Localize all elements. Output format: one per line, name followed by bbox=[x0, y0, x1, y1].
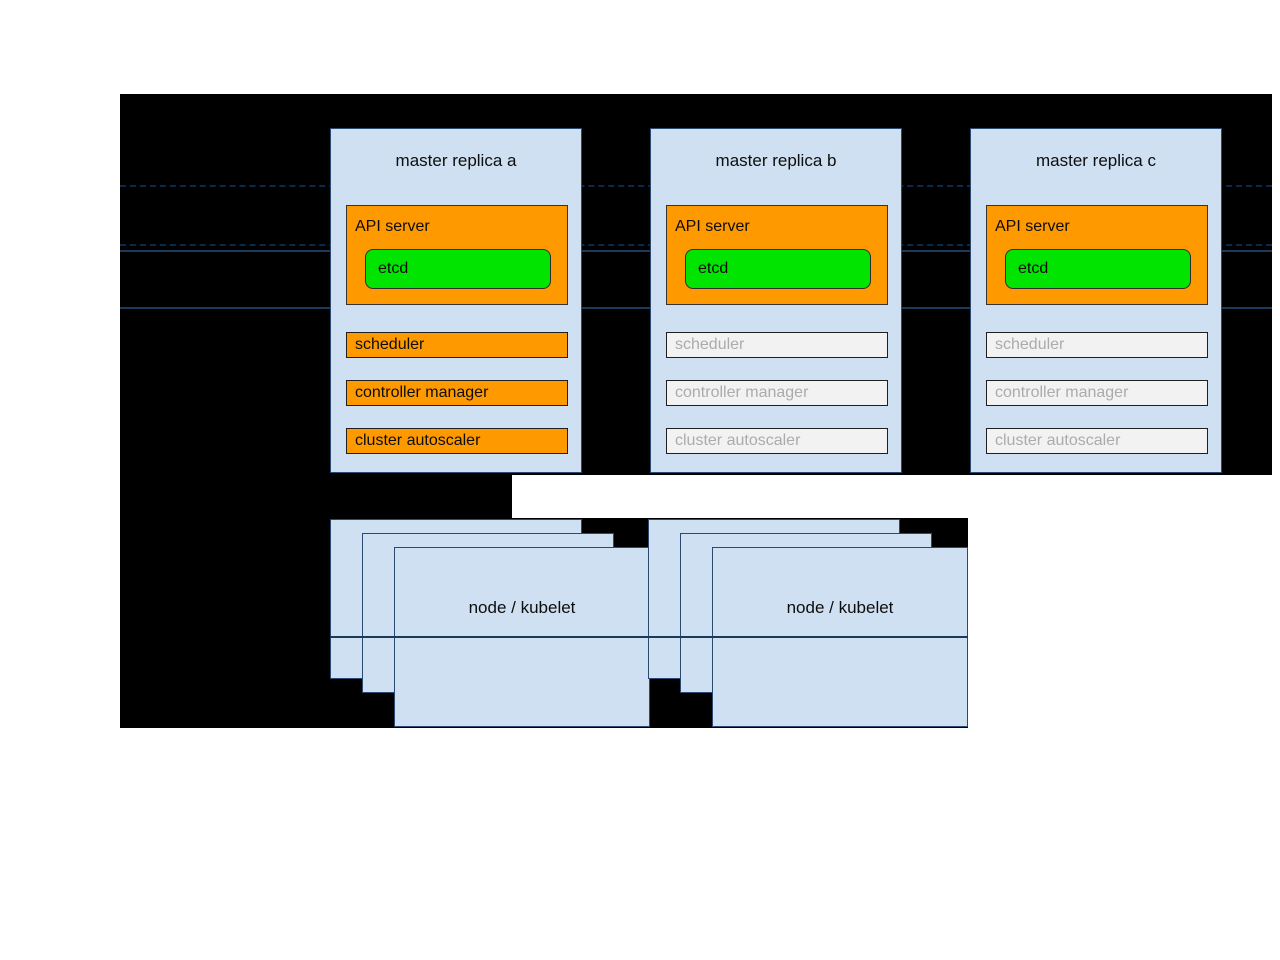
component-scheduler[interactable]: scheduler bbox=[666, 332, 888, 358]
etcd-box[interactable]: etcd bbox=[365, 249, 551, 289]
component-cluster-autoscaler[interactable]: cluster autoscaler bbox=[666, 428, 888, 454]
component-controller-manager[interactable]: controller manager bbox=[666, 380, 888, 406]
backdrop-left-column bbox=[120, 475, 512, 518]
etcd-box[interactable]: etcd bbox=[1005, 249, 1191, 289]
component-scheduler[interactable]: scheduler bbox=[986, 332, 1208, 358]
master-replica-card-a[interactable]: master replica a API server etcd schedul… bbox=[330, 128, 582, 473]
guide-line-node-band bbox=[330, 636, 968, 638]
etcd-label: etcd bbox=[698, 260, 729, 277]
component-cluster-autoscaler[interactable]: cluster autoscaler bbox=[346, 428, 568, 454]
node-label: node / kubelet bbox=[468, 598, 576, 617]
api-server-band[interactable]: API server etcd bbox=[346, 205, 568, 305]
api-server-label: API server bbox=[675, 218, 750, 235]
master-replica-card-b[interactable]: master replica b API server etcd schedul… bbox=[650, 128, 902, 473]
api-server-label: API server bbox=[995, 218, 1070, 235]
master-replica-card-c[interactable]: master replica c API server etcd schedul… bbox=[970, 128, 1222, 473]
component-scheduler[interactable]: scheduler bbox=[346, 332, 568, 358]
api-server-band[interactable]: API server etcd bbox=[986, 205, 1208, 305]
component-cluster-autoscaler[interactable]: cluster autoscaler bbox=[986, 428, 1208, 454]
etcd-label: etcd bbox=[378, 260, 409, 277]
component-controller-manager[interactable]: controller manager bbox=[986, 380, 1208, 406]
node-label: node / kubelet bbox=[786, 598, 894, 617]
etcd-label: etcd bbox=[1018, 260, 1049, 277]
component-controller-manager[interactable]: controller manager bbox=[346, 380, 568, 406]
api-server-band[interactable]: API server etcd bbox=[666, 205, 888, 305]
api-server-label: API server bbox=[355, 218, 430, 235]
master-replica-title: master replica a bbox=[395, 151, 517, 170]
master-replica-title: master replica b bbox=[715, 151, 837, 170]
master-replica-title: master replica c bbox=[1036, 151, 1156, 170]
etcd-box[interactable]: etcd bbox=[685, 249, 871, 289]
